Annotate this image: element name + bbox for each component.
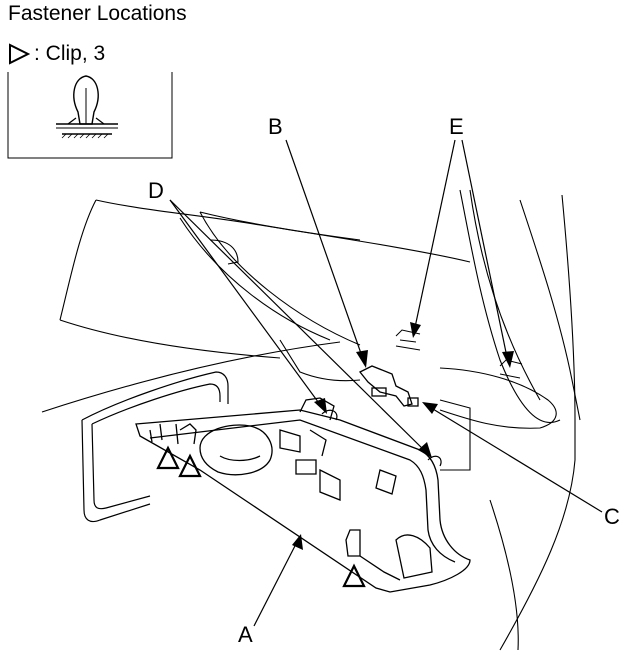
vehicle-body-outline xyxy=(41,189,581,651)
leader-lines xyxy=(169,139,603,627)
callout-E: E xyxy=(449,114,464,139)
legend-text: : Clip, 3 xyxy=(34,42,106,65)
legend: : Clip, 3 xyxy=(8,42,105,66)
clip-location-triangles xyxy=(156,445,366,588)
diagram-title: Fastener Locations xyxy=(8,2,187,25)
clip-triangle-icon xyxy=(178,453,202,478)
bracket-B xyxy=(358,365,419,407)
callout-B: B xyxy=(268,114,283,139)
trim-panel-A xyxy=(135,397,471,593)
clips-E xyxy=(395,329,523,379)
clip-detail-inset xyxy=(7,72,173,159)
callout-A: A xyxy=(238,622,253,647)
clip-triangle-icon xyxy=(156,445,180,470)
callout-C: C xyxy=(604,504,620,529)
clip-triangle-icon xyxy=(9,43,30,65)
arrowheads xyxy=(292,322,514,550)
clip-triangle-icon xyxy=(342,563,366,588)
console-frame xyxy=(81,371,229,523)
callout-D: D xyxy=(148,178,164,203)
hooks-D xyxy=(321,409,442,467)
